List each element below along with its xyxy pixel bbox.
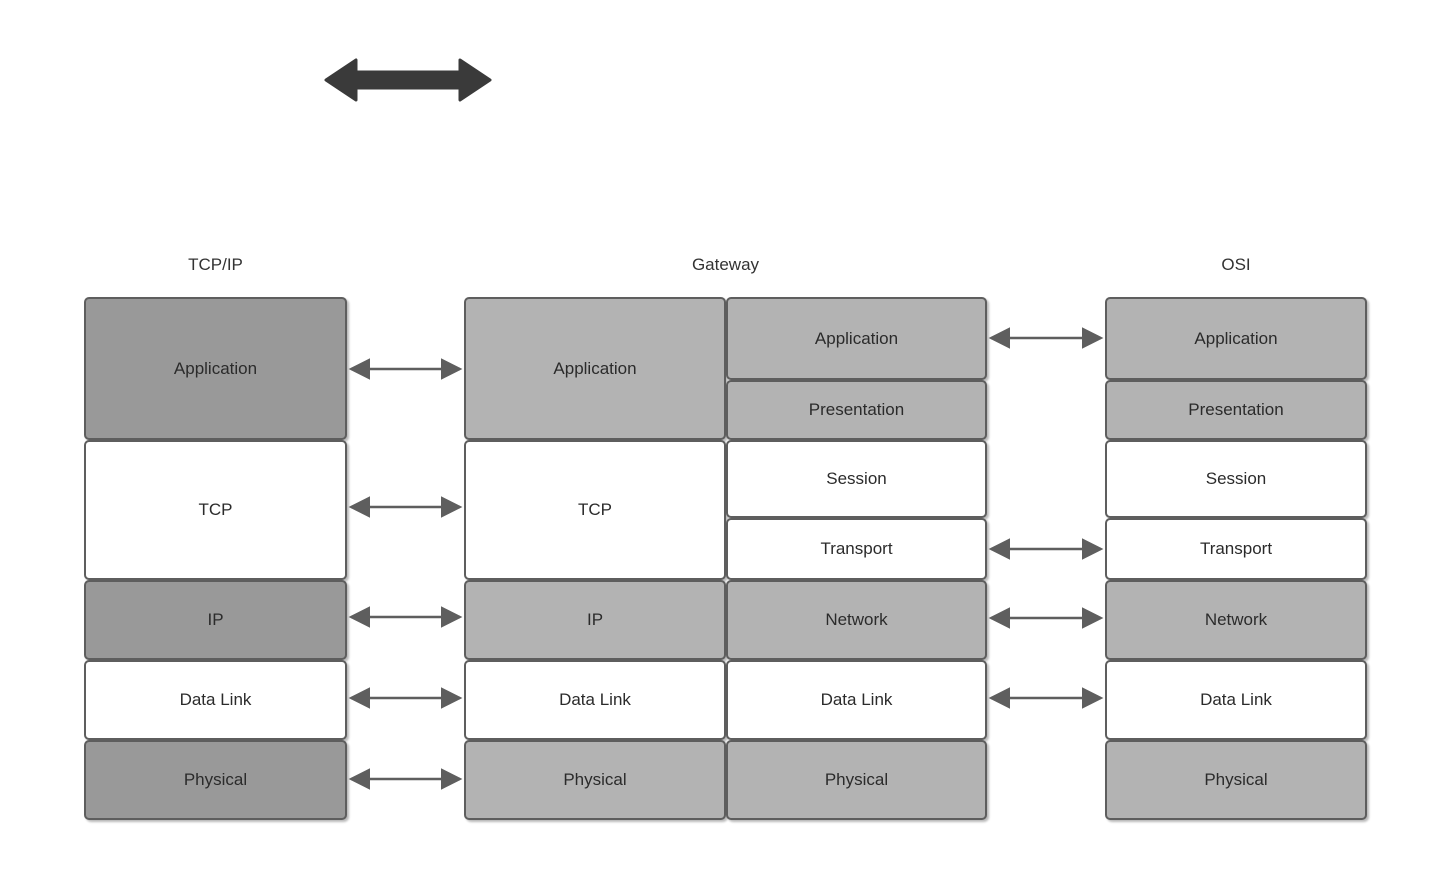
layer-box-tcpip-datalink[interactable]: Data Link <box>84 660 347 740</box>
layer-box-tcpip-physical[interactable]: Physical <box>84 740 347 820</box>
layer-box-gateway-left-datalink[interactable]: Data Link <box>464 660 726 740</box>
layer-box-gateway-left-ip[interactable]: IP <box>464 580 726 660</box>
bidirectional-arrow <box>324 58 492 102</box>
layer-box-gateway-right-session[interactable]: Session <box>726 440 987 518</box>
layer-box-osi-datalink[interactable]: Data Link <box>1105 660 1367 740</box>
layer-box-osi-session[interactable]: Session <box>1105 440 1367 518</box>
layer-box-gateway-right-presentation[interactable]: Presentation <box>726 380 987 440</box>
layer-box-gateway-left-physical[interactable]: Physical <box>464 740 726 820</box>
layer-box-gateway-right-network[interactable]: Network <box>726 580 987 660</box>
layer-box-tcpip-application[interactable]: Application <box>84 297 347 440</box>
column-title-tcpip: TCP/IP <box>188 255 243 274</box>
layer-box-gateway-right-transport[interactable]: Transport <box>726 518 987 580</box>
layer-box-gateway-right-application[interactable]: Application <box>726 297 987 380</box>
layer-box-osi-network[interactable]: Network <box>1105 580 1367 660</box>
layer-box-osi-transport[interactable]: Transport <box>1105 518 1367 580</box>
layer-box-osi-presentation[interactable]: Presentation <box>1105 380 1367 440</box>
column-title-osi: OSI <box>1221 255 1251 274</box>
layer-box-gateway-left-application[interactable]: Application <box>464 297 726 440</box>
layer-box-gateway-right-physical[interactable]: Physical <box>726 740 987 820</box>
layer-box-tcpip-ip[interactable]: IP <box>84 580 347 660</box>
column-title-gateway: Gateway <box>691 255 760 274</box>
layer-box-osi-physical[interactable]: Physical <box>1105 740 1367 820</box>
layer-box-gateway-right-datalink[interactable]: Data Link <box>726 660 987 740</box>
layer-box-osi-application[interactable]: Application <box>1105 297 1367 380</box>
layer-box-gateway-left-tcp[interactable]: TCP <box>464 440 726 580</box>
layer-box-tcpip-tcp[interactable]: TCP <box>84 440 347 580</box>
